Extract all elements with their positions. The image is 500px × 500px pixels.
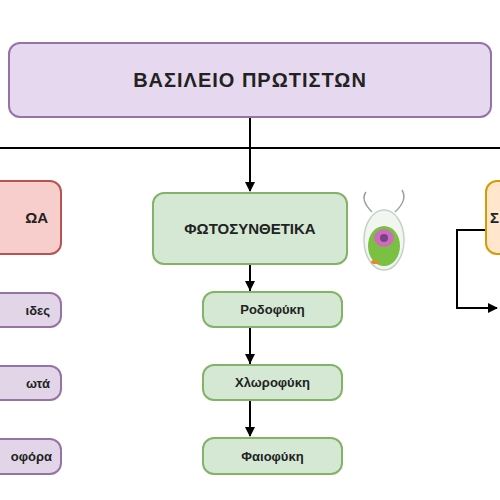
title-box: ΒΑΣΙΛΕΙΟ ΠΡΩΤΙΣΤΩΝ	[8, 42, 492, 118]
node-label: Φαιοφύκη	[241, 449, 303, 464]
connector-arrow	[249, 118, 251, 191]
node-label: ΒΑΣΙΛΕΙΟ ΠΡΩΤΙΣΤΩΝ	[133, 69, 367, 92]
node-label: οφόρα	[11, 449, 52, 464]
category-box: Σ	[485, 180, 500, 255]
euglena-illustration	[364, 190, 404, 270]
node-label: Ροδοφύκη	[240, 302, 305, 317]
node-label: Χλωροφύκη	[235, 375, 310, 390]
subcategory-box: Χλωροφύκη	[202, 364, 343, 401]
subcategory-box: οφόρα	[0, 438, 62, 475]
category-box: ΦΩΤΟΣΥΝΘΕΤΙΚΑ	[152, 192, 348, 265]
node-label: Σ	[490, 209, 499, 226]
node-label: ΦΩΤΟΣΥΝΘΕΤΙΚΑ	[184, 220, 315, 237]
subcategory-box: Φαιοφύκη	[202, 437, 343, 475]
node-label: ΩΑ	[25, 209, 48, 226]
node-label: ιδες	[26, 303, 50, 318]
category-box: ΩΑ	[0, 180, 62, 255]
node-label: ωτά	[26, 376, 50, 391]
subcategory-box: Ροδοφύκη	[202, 291, 343, 328]
subcategory-box: ιδες	[0, 292, 62, 328]
subcategory-box: ωτά	[0, 365, 62, 401]
